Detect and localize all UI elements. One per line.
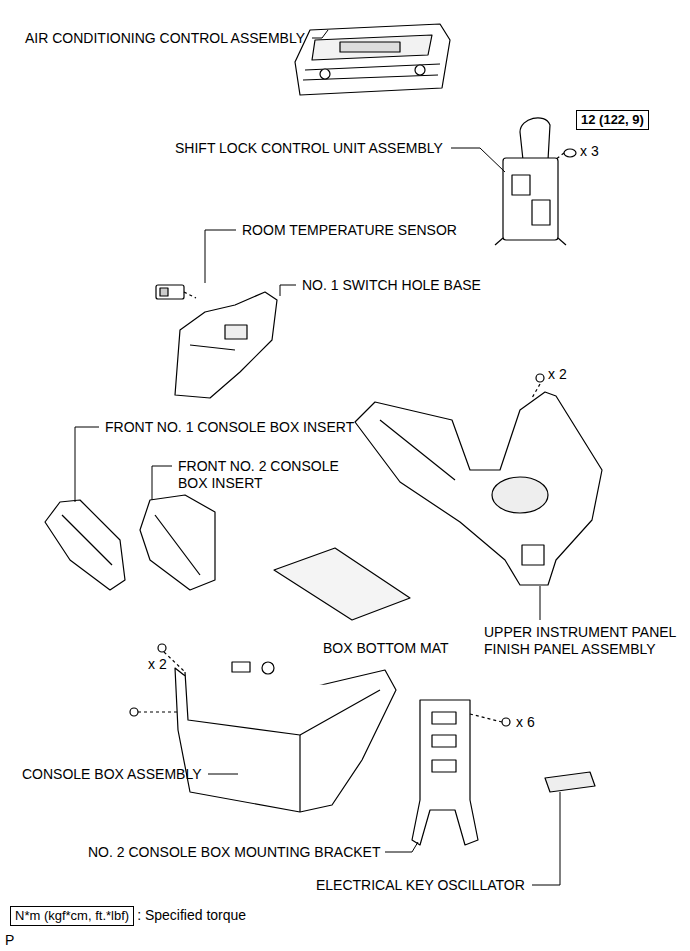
part-label: SHIFT LOCK CONTROL UNIT ASSEMBLY [175,140,443,157]
oscillator-part [545,772,595,792]
part-label: FRONT NO. 2 CONSOLE BOX INSERT [178,458,353,492]
torque-unit: N*m (kgf*cm, ft.*lbf) [15,908,129,923]
part-label: AIR CONDITIONING CONTROL ASSEMBLY [25,30,305,47]
quantity-callout: x 3 [580,143,599,160]
part-label: NO. 2 CONSOLE BOX MOUNTING BRACKET [88,844,381,861]
torque-value: 12 (122, 9) [581,112,644,127]
quantity-callout: x 2 [548,366,567,383]
upper-panel-part [355,374,602,585]
leader-lines [75,30,560,885]
torque-box: 12 (122, 9) [576,110,649,130]
mat-part [274,548,410,620]
sensor-part [156,285,196,299]
part-label: FRONT NO. 1 CONSOLE BOX INSERT [105,419,354,436]
part-label: ELECTRICAL KEY OSCILLATOR [316,877,525,894]
part-label: : Specified torque [137,907,246,924]
shift-lock-part [495,118,576,245]
part-label: UPPER INSTRUMENT PANEL FINISH PANEL ASSE… [484,624,684,658]
console-part [130,644,396,812]
part-label: P [5,932,14,949]
part-label: NO. 1 SWITCH HOLE BASE [302,277,481,294]
legend-box: N*m (kgf*cm, ft.*lbf) [10,906,134,926]
quantity-callout: x 2 [148,656,167,673]
part-label: BOX BOTTOM MAT [323,640,449,657]
bracket-part [412,700,510,845]
ac-control-part [295,24,450,95]
insert-parts [45,495,215,590]
part-label: CONSOLE BOX ASSEMBLY [22,766,201,783]
switch-base-part [175,292,277,398]
part-label: ROOM TEMPERATURE SENSOR [242,222,457,239]
quantity-callout: x 6 [516,714,535,731]
